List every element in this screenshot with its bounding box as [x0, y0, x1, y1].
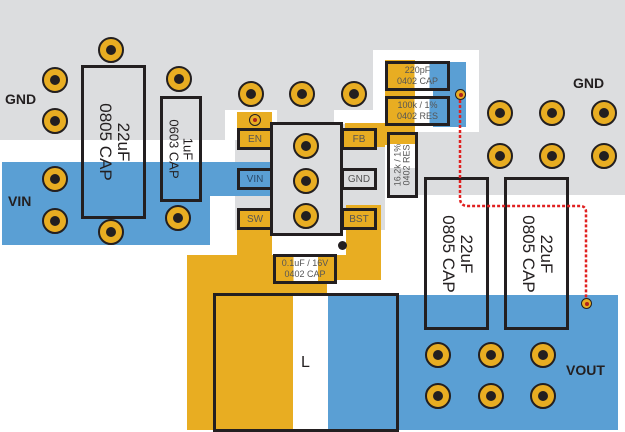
inductor-label: L: [301, 354, 310, 371]
via-gnd: [42, 67, 68, 93]
via-gnd: [539, 100, 565, 126]
ic-thermal-via: [293, 168, 319, 194]
via-gnd: [591, 143, 617, 169]
net-label-vout: VOUT: [566, 362, 605, 378]
net-label-gnd-left: GND: [5, 91, 37, 107]
pin-bst[interactable]: BST: [341, 208, 377, 230]
keepout-ic-bottom: [272, 235, 346, 255]
pin-fb[interactable]: FB: [341, 128, 377, 150]
via-vin: [98, 219, 124, 245]
pin-en[interactable]: EN: [237, 128, 273, 150]
via-vout: [530, 383, 556, 409]
ic-thermal-via: [293, 133, 319, 159]
cin-bulk-capacitor[interactable]: 22uF 0805 CAP: [81, 65, 146, 219]
via-vout: [425, 342, 451, 368]
cboot-label: 0.1uF / 16V 0402 CAP: [281, 258, 329, 279]
via-vin: [42, 166, 68, 192]
pin1-marker: [338, 241, 347, 250]
cff-label: 220pF 0402 CAP: [396, 65, 439, 86]
via-gnd: [539, 143, 565, 169]
net-label-gnd-right: GND: [573, 75, 605, 91]
keepout-left: [0, 140, 235, 162]
sense-via-top: [455, 89, 466, 100]
net-label-vin: VIN: [8, 193, 32, 209]
pin-gnd[interactable]: GND: [341, 168, 377, 190]
inductor-gap: [293, 296, 328, 429]
via-vin: [165, 205, 191, 231]
cout1-capacitor[interactable]: 22uF 0805 CAP: [424, 177, 489, 330]
via-vout: [478, 383, 504, 409]
en-via: [249, 114, 261, 126]
via-gnd: [341, 81, 367, 107]
vout-plane: [328, 295, 618, 430]
r-top-resistor[interactable]: 100k / 1% 0402 RES: [385, 96, 450, 126]
via-vout: [530, 342, 556, 368]
feedback-sense-path: [458, 95, 588, 303]
via-vout: [425, 383, 451, 409]
via-gnd: [98, 37, 124, 63]
cff-capacitor[interactable]: 220pF 0402 CAP: [385, 61, 450, 91]
ic-thermal-via: [293, 203, 319, 229]
inductor[interactable]: L: [213, 293, 399, 432]
r-bot-resistor[interactable]: 16.2k / 1% 0402 RES: [387, 132, 418, 198]
pin-vin[interactable]: VIN: [237, 168, 273, 190]
via-gnd: [166, 66, 192, 92]
keepout-fb: [334, 110, 374, 124]
via-gnd: [238, 81, 264, 107]
cin-hf-capacitor[interactable]: 1uF 0603 CAP: [160, 96, 202, 202]
via-vout: [478, 342, 504, 368]
pin-sw[interactable]: SW: [237, 208, 273, 230]
sense-via-bottom: [581, 298, 592, 309]
via-gnd: [487, 143, 513, 169]
via-gnd: [289, 81, 315, 107]
via-gnd: [42, 108, 68, 134]
r-top-label: 100k / 1% 0402 RES: [396, 100, 439, 121]
cboot-capacitor[interactable]: 0.1uF / 16V 0402 CAP: [273, 254, 337, 284]
via-vin: [42, 208, 68, 234]
via-gnd: [591, 100, 617, 126]
via-gnd: [487, 100, 513, 126]
cout2-capacitor[interactable]: 22uF 0805 CAP: [504, 177, 569, 330]
